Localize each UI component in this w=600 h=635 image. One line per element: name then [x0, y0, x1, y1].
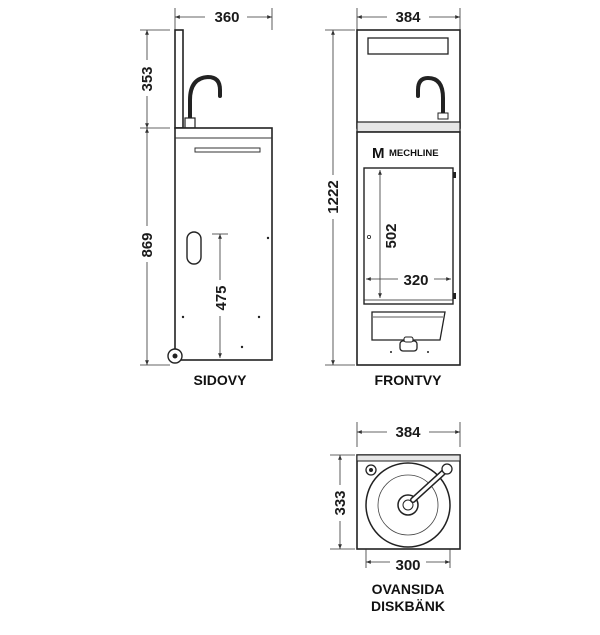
top-bowl-dimension: 300	[365, 549, 451, 574]
front-brand-logo: M MECHLINE	[372, 145, 439, 162]
front-view-caption: FRONTVY	[375, 372, 443, 388]
front-door-height-dimension: 502	[378, 170, 400, 298]
top-bowl-label: 300	[395, 557, 420, 574]
side-faucet	[188, 74, 222, 129]
front-door-height-label: 502	[383, 223, 400, 248]
top-depth-label: 333	[332, 490, 349, 515]
side-lower-height-label: 869	[139, 232, 156, 257]
top-view-caption-line1: OVANSIDA	[372, 581, 445, 597]
front-door-width-dimension: 320	[366, 270, 451, 289]
front-tray	[371, 311, 446, 341]
top-view-caption-line2: DISKBÄNK	[371, 598, 445, 614]
svg-text:M: M	[372, 145, 385, 162]
side-oval-cutout	[186, 231, 202, 265]
front-width-label: 384	[395, 9, 421, 26]
front-display-panel	[367, 37, 449, 55]
top-width-dimension: 384	[356, 422, 461, 447]
side-door-height-label: 475	[213, 285, 230, 310]
side-view: 360 353 869	[137, 7, 273, 388]
brand-label: MECHLINE	[389, 148, 439, 159]
front-foot-pedal	[390, 336, 429, 353]
front-width-dimension: 384	[356, 7, 461, 30]
side-handle	[194, 147, 261, 153]
top-depth-dimension: 333	[328, 454, 355, 550]
side-splashback	[174, 29, 184, 129]
top-width-label: 384	[395, 424, 421, 441]
front-countertop	[356, 121, 461, 133]
side-height-dimensions: 353 869	[137, 29, 170, 366]
side-view-caption: SIDOVY	[194, 372, 248, 388]
front-faucet	[416, 75, 445, 119]
side-width-label: 360	[214, 9, 239, 26]
top-view: 384 333 300 OVA	[328, 422, 461, 614]
side-door-height-dimension: 475	[212, 233, 230, 358]
side-upper-height-label: 353	[139, 66, 156, 91]
side-width-dimension: 360	[174, 7, 273, 30]
front-height-label: 1222	[325, 180, 342, 213]
front-height-dimension: 1222	[323, 29, 355, 366]
front-door-width-label: 320	[403, 272, 428, 289]
front-view: 384 1222 M MECHLINE	[323, 7, 461, 388]
